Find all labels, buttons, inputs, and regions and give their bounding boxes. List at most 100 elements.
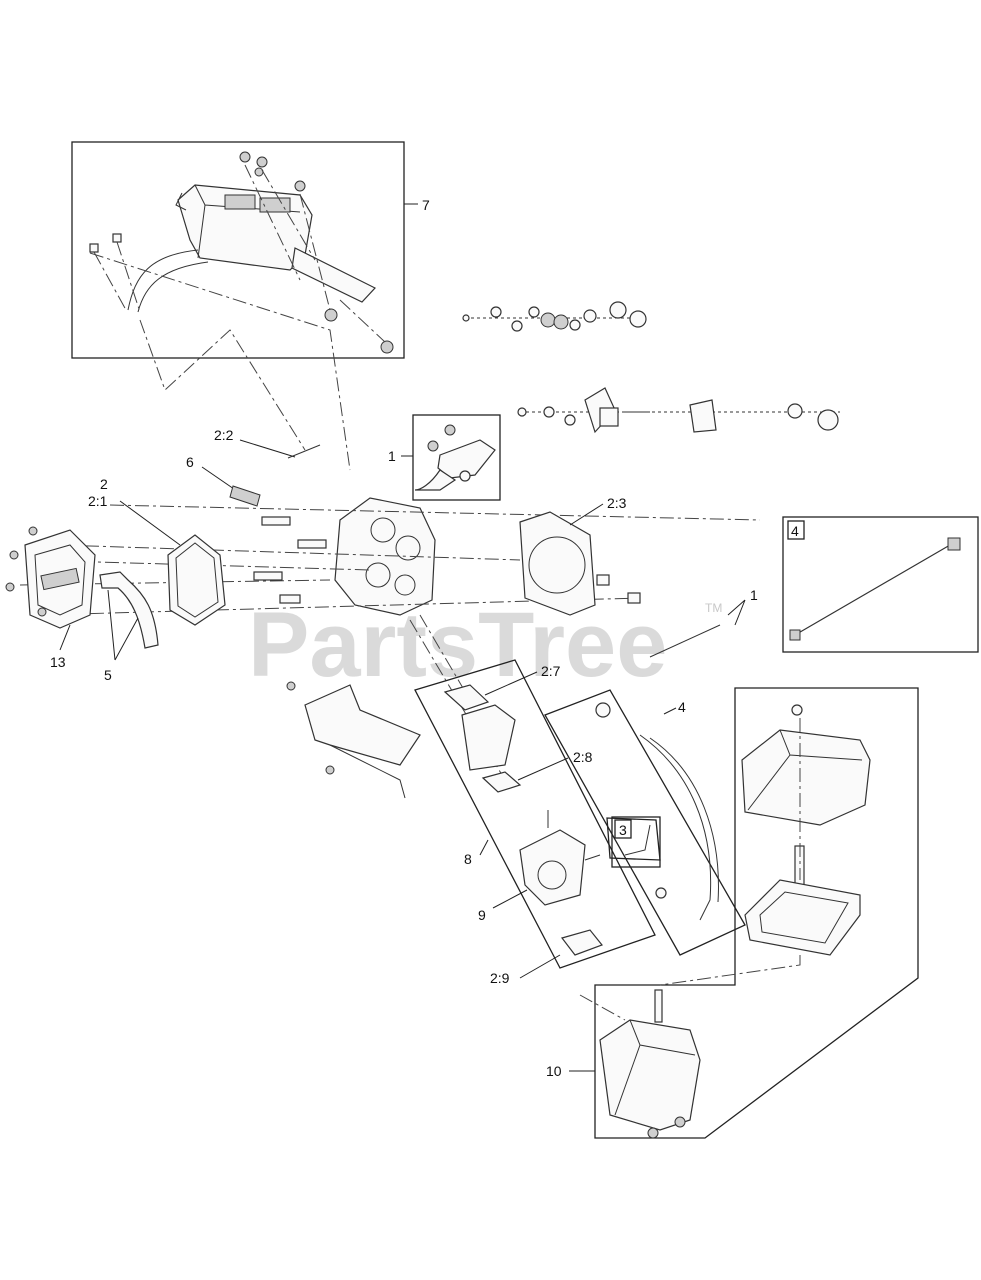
muffler-bolts bbox=[89, 151, 394, 354]
head-gasket bbox=[519, 511, 596, 616]
callout-4: 4 bbox=[678, 699, 686, 715]
leader-2-9 bbox=[519, 954, 561, 979]
air-cleaner-box bbox=[594, 687, 919, 1139]
leader-13 bbox=[59, 624, 71, 651]
spring-1 bbox=[649, 624, 721, 658]
callout-2-1: 2:1 bbox=[88, 493, 108, 509]
carburetor-linkage bbox=[547, 810, 601, 861]
baffle-bolt bbox=[286, 681, 296, 691]
leader-2-7 bbox=[484, 671, 538, 696]
callout-6: 6 bbox=[186, 454, 194, 470]
callout-13: 13 bbox=[50, 654, 66, 670]
fuel-line bbox=[639, 734, 712, 921]
callout-1b: 1 bbox=[750, 587, 758, 603]
muffler-dash-lines bbox=[93, 164, 386, 343]
leader-2-3 bbox=[569, 503, 604, 526]
callout-10: 10 bbox=[546, 1063, 562, 1079]
muffler-heatshield-2 bbox=[259, 197, 291, 213]
air-baffle-edge bbox=[329, 744, 406, 799]
box-1-group bbox=[412, 414, 501, 501]
fuel-line-2 bbox=[649, 737, 719, 903]
watermark-tm: TM bbox=[705, 601, 722, 615]
cylinder-head bbox=[334, 497, 436, 616]
dash-muffler-head-2 bbox=[89, 252, 351, 471]
callout-7: 7 bbox=[422, 197, 430, 213]
valve-cover-gasket-inner bbox=[175, 542, 219, 618]
gasket-2-9 bbox=[560, 929, 603, 956]
gasket-2-7 bbox=[443, 684, 490, 711]
muffler-group bbox=[71, 141, 405, 359]
gasket-2-8 bbox=[481, 771, 522, 793]
leader-6 bbox=[201, 466, 235, 490]
callout-5: 5 bbox=[104, 667, 112, 683]
head-bolts bbox=[253, 516, 641, 604]
leader-9 bbox=[492, 889, 528, 909]
callout-4-box: 4 bbox=[791, 523, 799, 539]
gasket-2-2 bbox=[287, 444, 321, 459]
valve-train-lower bbox=[517, 387, 840, 434]
leader-2-8 bbox=[517, 757, 569, 781]
head-gasket-bore bbox=[528, 536, 586, 594]
carburetor-bowl bbox=[537, 860, 567, 890]
air-baffle bbox=[304, 684, 421, 766]
fuel-line-3 bbox=[624, 824, 651, 856]
leader-2-1 bbox=[119, 500, 181, 546]
carburetor-body bbox=[519, 829, 586, 906]
air-filter-edges bbox=[614, 1019, 696, 1116]
box-4-group bbox=[782, 516, 979, 653]
watermark-text: PartsTree bbox=[248, 594, 667, 696]
leader-5 bbox=[107, 589, 139, 661]
box-1 bbox=[412, 414, 501, 501]
filter-nut bbox=[647, 1127, 659, 1139]
muffler-box bbox=[71, 141, 405, 359]
leader-4 bbox=[663, 707, 677, 715]
callout-2-3: 2:3 bbox=[607, 495, 627, 511]
air-cleaner-group bbox=[594, 687, 919, 1139]
carb-insulator bbox=[461, 704, 516, 771]
box-3-label-frame bbox=[614, 819, 632, 839]
muffler-bracket bbox=[291, 247, 376, 303]
wing-nut bbox=[791, 704, 803, 716]
callout-2-2: 2:2 bbox=[214, 427, 234, 443]
callout-8: 8 bbox=[464, 851, 472, 867]
filter-nut-2 bbox=[674, 1116, 686, 1128]
callout-3: 3 bbox=[619, 822, 627, 838]
air-cleaner-base-inner bbox=[759, 891, 849, 944]
fuel-clamp bbox=[655, 887, 667, 899]
breather-tube bbox=[99, 571, 159, 649]
leader-2-2 bbox=[239, 439, 296, 458]
callout-2-9: 2:9 bbox=[490, 970, 510, 986]
box-4 bbox=[782, 516, 979, 653]
box-3-group bbox=[606, 816, 661, 868]
box-4-label-frame bbox=[787, 520, 805, 540]
dash-air-cleaner bbox=[659, 718, 801, 986]
exhaust-pipe bbox=[127, 249, 209, 313]
callout-9: 9 bbox=[478, 907, 486, 923]
fuel-shutoff bbox=[595, 702, 611, 718]
carburetor-group bbox=[414, 659, 656, 979]
callout-2-8: 2:8 bbox=[573, 749, 593, 765]
callout-2-7: 2:7 bbox=[541, 663, 561, 679]
air-cleaner-base bbox=[744, 879, 861, 956]
dash-carb-filter bbox=[579, 994, 626, 1021]
dash-muffler-head bbox=[139, 319, 306, 451]
callout-1a: 1 bbox=[388, 448, 396, 464]
muffler-outlet bbox=[175, 192, 187, 211]
callout-2: 2 bbox=[100, 476, 108, 492]
carburetor-box bbox=[414, 659, 656, 969]
air-cleaner-cover bbox=[741, 729, 871, 826]
leader-1b bbox=[727, 599, 746, 626]
leader-8 bbox=[479, 839, 489, 856]
air-filter-element bbox=[599, 1019, 701, 1131]
muffler-heatshield bbox=[224, 194, 256, 210]
filter-stud bbox=[654, 989, 663, 1023]
valve-cover-gasket bbox=[167, 534, 226, 626]
air-cleaner-cover-edges bbox=[747, 729, 863, 811]
baffle-bolt-2 bbox=[325, 765, 335, 775]
valve-cover bbox=[5, 526, 96, 629]
spark-plug bbox=[229, 485, 261, 507]
fuel-line-group bbox=[544, 689, 746, 956]
box-3 bbox=[611, 816, 661, 868]
fuel-line-box bbox=[544, 689, 746, 956]
